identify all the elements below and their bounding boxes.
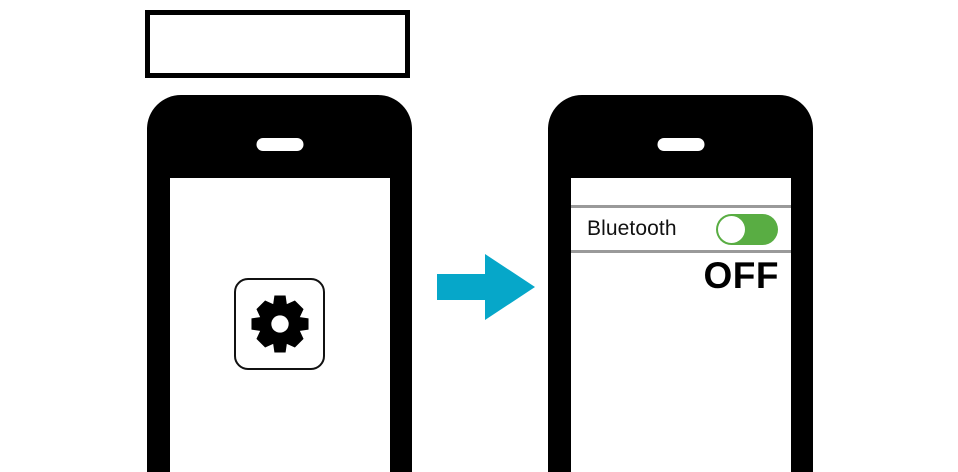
bluetooth-toggle[interactable] [716, 213, 778, 245]
toggle-knob [718, 215, 745, 243]
bluetooth-label: Bluetooth [587, 217, 677, 240]
phone-after-screen: Bluetooth OFF [571, 178, 791, 472]
speaker-grille [657, 138, 704, 151]
phone-after: Bluetooth OFF [548, 95, 813, 472]
bluetooth-state-label: OFF [703, 255, 779, 296]
right-arrow-icon [437, 254, 535, 320]
status-bar-row [571, 178, 791, 208]
transition-arrow [437, 252, 537, 322]
phone-before [147, 95, 412, 472]
caption-text [150, 15, 405, 73]
settings-app-tile[interactable] [234, 278, 325, 370]
bluetooth-setting-row[interactable]: Bluetooth [571, 208, 791, 253]
speaker-grille [256, 138, 303, 151]
caption-box [145, 10, 410, 78]
phone-before-screen [170, 178, 390, 472]
gear-icon [250, 295, 309, 353]
